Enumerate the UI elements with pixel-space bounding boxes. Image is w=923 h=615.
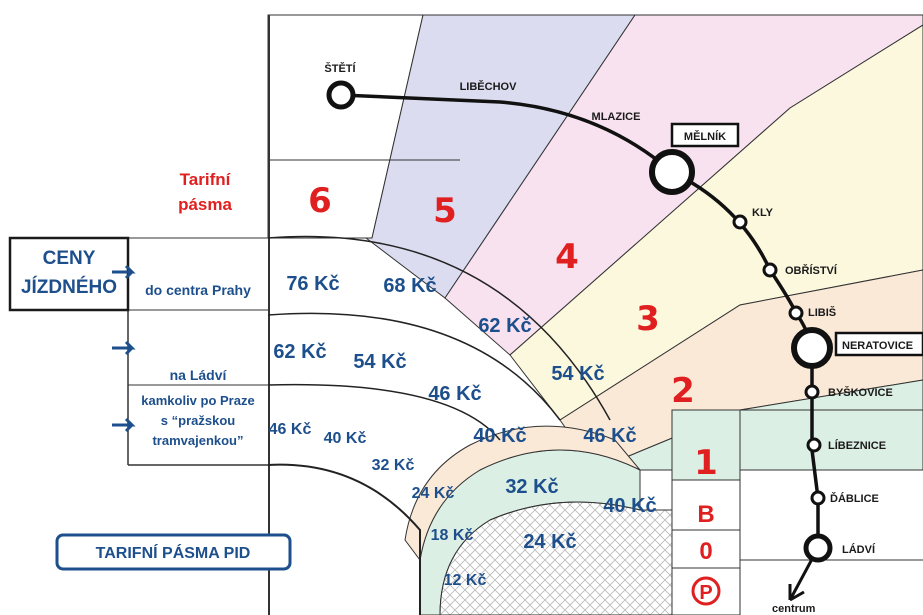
station-byskovice-label: BYŠKOVICE — [828, 386, 893, 399]
zone-label-p: P — [699, 582, 712, 604]
arc-inner — [267, 463, 421, 615]
zone-1-box — [671, 409, 741, 481]
station-libechov-label: LIBĚCHOV — [460, 80, 518, 93]
station-mlazice-label: MLAZICE — [592, 111, 641, 123]
station-melnik-box — [670, 122, 740, 148]
zone-number-3: 3 — [636, 299, 660, 339]
price-row2-zone2: 32 Kč — [505, 476, 558, 498]
station-obristvi-marker — [762, 262, 778, 278]
zone-number-5: 5 — [433, 191, 457, 231]
zone-number-1: 1 — [694, 443, 718, 483]
price-row2-zone1: 24 Kč — [523, 531, 576, 553]
row-1-label: do centra Prahy — [145, 282, 251, 298]
zone-number-6: 6 — [308, 181, 332, 221]
zone-number-4: 4 — [555, 237, 579, 277]
station-ladvi-label: LÁDVÍ — [842, 543, 876, 556]
zone-2-inner-strip — [404, 425, 641, 562]
row-arrow-1 — [112, 264, 136, 280]
station-neratovice-box — [834, 331, 923, 357]
price-row1-zone1: 40 Kč — [603, 495, 656, 517]
station-kly-marker — [732, 214, 748, 230]
row-2-label: na Ládví — [170, 367, 228, 383]
price-row3-zone3: 24 Kč — [412, 485, 455, 502]
price-row3-zone5: 40 Kč — [324, 430, 367, 447]
prague-hatched-area — [439, 501, 673, 615]
price-row1-zone3: 54 Kč — [551, 363, 604, 385]
station-neratovice-marker — [791, 327, 833, 369]
arc-row2 — [267, 312, 561, 421]
parking-icon — [691, 576, 721, 606]
zone-label-0: 0 — [699, 538, 712, 565]
price-row2-zone6: 62 Kč — [273, 341, 326, 363]
zone-1-right-strip — [739, 409, 923, 471]
price-row1-zone4: 62 Kč — [478, 315, 531, 337]
zone-5-band — [364, 14, 636, 299]
station-libis-label: LIBIŠ — [808, 306, 836, 319]
prices-title-line1: CENY — [43, 248, 96, 269]
station-steti-marker — [326, 80, 356, 110]
zone-number-2: 2 — [671, 371, 695, 411]
price-row3-zone6: 46 Kč — [269, 421, 312, 438]
price-row2-zone5: 54 Kč — [353, 351, 406, 373]
row-arrow-2 — [112, 340, 136, 356]
price-row1-zone5: 68 Kč — [383, 275, 436, 297]
price-row2-zone4: 46 Kč — [428, 383, 481, 405]
station-neratovice-label: NERATOVICE — [842, 340, 913, 352]
price-row1-zone6: 76 Kč — [286, 273, 339, 295]
price-row3-zone2: 18 Kč — [431, 527, 474, 544]
row-arrow-3 — [112, 417, 136, 433]
row-3-label-line1: kamkoliv po Praze — [141, 393, 254, 408]
station-libis-marker — [788, 305, 804, 321]
station-libeznice-label: LÍBEZNICE — [828, 439, 886, 452]
station-dablice-marker — [810, 490, 826, 506]
zones-badge — [55, 533, 292, 571]
arc-row1 — [267, 235, 611, 421]
zones-title-line2: pásma — [178, 195, 232, 214]
row-3-label-line3: tramvajenkou” — [152, 433, 243, 448]
station-melnik-label: MĚLNÍK — [684, 130, 726, 143]
prices-title-line2: JÍZDNÉHO — [21, 276, 117, 298]
price-row3-zone4: 32 Kč — [372, 457, 415, 474]
price-row2-zone3: 40 Kč — [473, 425, 526, 447]
station-byskovice-marker — [804, 384, 820, 400]
railway-line — [340, 93, 820, 548]
row-3-label-line2: s “pražskou — [161, 413, 235, 428]
station-melnik-marker — [649, 149, 695, 195]
arc-row3 — [267, 383, 501, 441]
centrum-label: centrum — [772, 603, 816, 615]
station-dablice-label: ĎÁBLICE — [830, 492, 879, 505]
station-kly-label: KLY — [752, 207, 774, 219]
station-obristvi-label: OBŘÍSTVÍ — [785, 264, 838, 277]
zones-title-line1: Tarifní — [180, 170, 232, 189]
zones-badge-text: TARIFNÍ PÁSMA PID — [96, 543, 251, 562]
zone-label-b: B — [697, 501, 714, 528]
station-libeznice-marker — [806, 437, 822, 453]
price-row3-zone1: 12 Kč — [444, 572, 487, 589]
station-ladvi-marker — [803, 533, 833, 563]
station-steti-label: ŠTĚTÍ — [324, 62, 356, 75]
price-row1-zone2: 46 Kč — [583, 425, 636, 447]
